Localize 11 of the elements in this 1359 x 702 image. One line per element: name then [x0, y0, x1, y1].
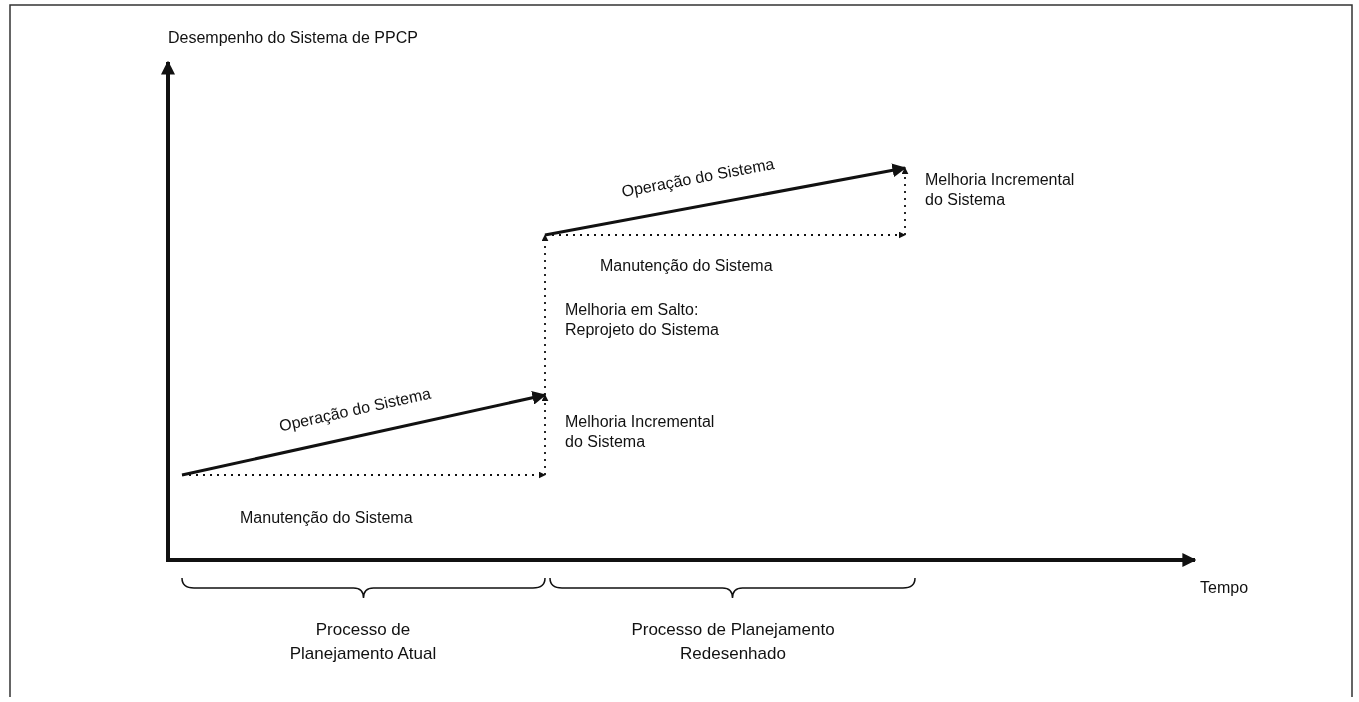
phase-label: Operação do Sistema — [276, 383, 434, 437]
phase-label: Melhoria Incremental do Sistema — [925, 170, 1076, 210]
period-label: Processo de Planejamento Atual — [288, 619, 438, 665]
period-label: Processo de Planejamento Redesenhado — [630, 619, 836, 665]
phase-label: Melhoria Incremental do Sistema — [565, 412, 716, 452]
phase-label: Operação do Sistema — [619, 154, 777, 202]
axis-title: Tempo — [1200, 578, 1250, 598]
phase-label: Manutenção do Sistema — [240, 508, 414, 528]
phase-label: Manutenção do Sistema — [600, 256, 774, 276]
axis-title: Desempenho do Sistema de PPCP — [168, 28, 419, 48]
phase-label: Melhoria em Salto: Reprojeto do Sistema — [565, 300, 720, 340]
